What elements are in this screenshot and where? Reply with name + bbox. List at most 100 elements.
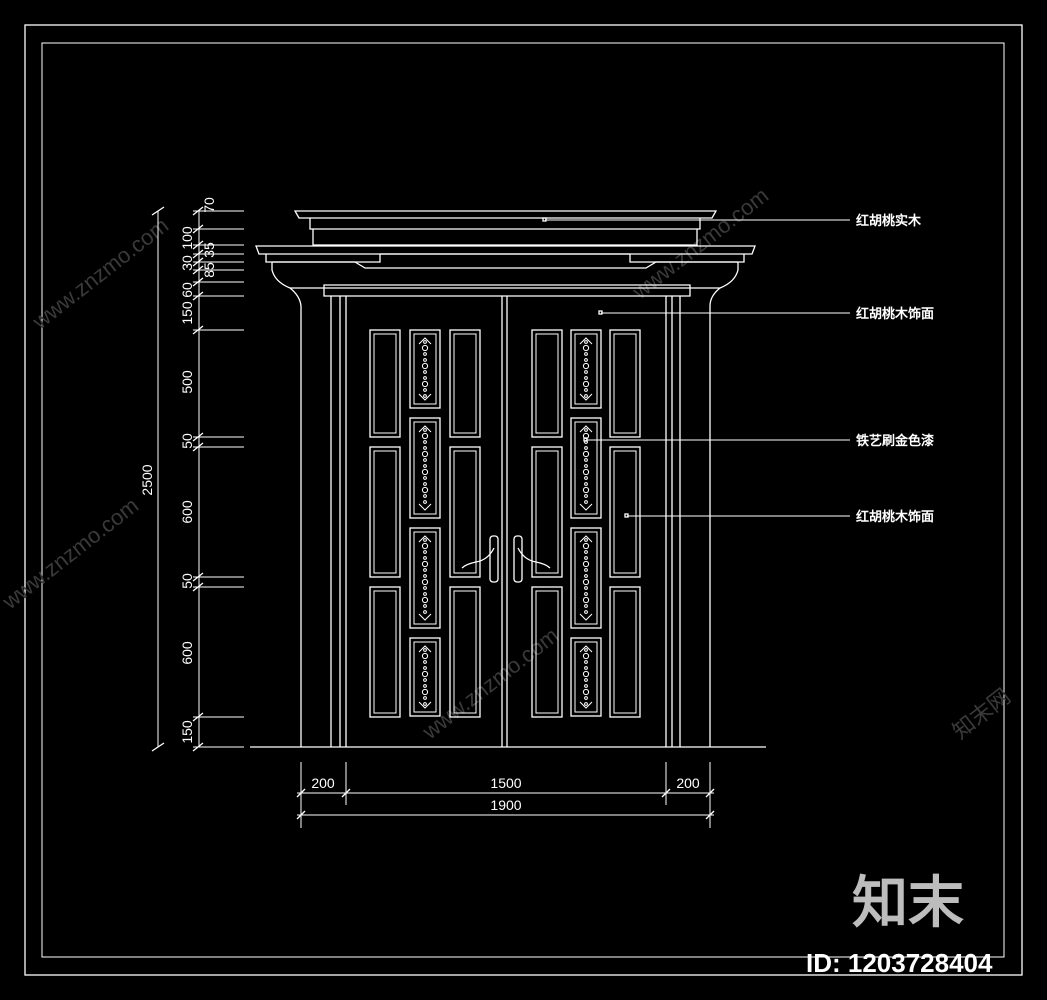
iron-grille-ornament xyxy=(423,610,427,614)
iron-grille-ornament xyxy=(582,542,590,550)
raised-panel-inner xyxy=(535,450,559,574)
iron-grille-ornament xyxy=(421,468,429,476)
iron-grille-ornament xyxy=(582,380,590,388)
iron-grille-ornament xyxy=(421,344,429,352)
dim-v-150: 150 xyxy=(179,720,195,744)
iron-grille-ornament xyxy=(423,648,427,652)
iron-grille-ornament xyxy=(584,500,588,504)
raised-panel xyxy=(531,446,563,578)
note-gold-painted-iron: 铁艺刷金色漆 xyxy=(855,433,934,449)
iron-panel-inner xyxy=(413,333,437,405)
iron-grille-ornament xyxy=(582,652,590,660)
iron-grille-scroll xyxy=(579,645,593,709)
left-handle-plate xyxy=(489,535,499,583)
dim-v-100: 100 xyxy=(179,226,195,250)
iron-grille-ornament xyxy=(421,578,429,586)
iron-grille-ornament xyxy=(423,482,427,486)
dim-v-500: 500 xyxy=(179,370,195,394)
dimension-tick xyxy=(151,206,165,216)
iron-grille-ornament xyxy=(421,542,429,550)
dim-h-total: 1900 xyxy=(490,797,521,813)
iron-grille-scroll xyxy=(418,337,432,401)
iron-grille-ornament xyxy=(421,560,429,568)
iron-grille-ornament xyxy=(584,370,588,374)
iron-grille-ornament xyxy=(584,388,588,392)
iron-panel-inner xyxy=(413,531,437,625)
iron-grille-ornament xyxy=(423,376,427,380)
dim-v-70: 70 xyxy=(201,197,217,213)
dim-v-600: 600 xyxy=(179,500,195,524)
raised-panel-inner xyxy=(453,590,477,714)
watermark-site: www.znzmo.com xyxy=(417,623,563,745)
dim-v-85: 85 xyxy=(201,262,217,278)
iron-panel-inner xyxy=(574,333,598,405)
iron-grille-scroll xyxy=(579,337,593,401)
iron-grille-ornament xyxy=(584,340,588,344)
iron-grille-ornament xyxy=(582,596,590,604)
raised-panel xyxy=(369,329,401,438)
iron-grille-ornament xyxy=(423,500,427,504)
iron-grille-ornament xyxy=(423,586,427,590)
iron-grille-ornament xyxy=(423,568,427,572)
iron-grille-ornament xyxy=(584,446,588,450)
dim-h-center: 1500 xyxy=(490,775,521,791)
iron-panel-inner xyxy=(574,531,598,625)
iron-grille-scroll xyxy=(418,425,432,511)
right-handle-lever xyxy=(517,547,551,569)
iron-grille-ornament xyxy=(423,440,427,444)
iron-grille-scroll xyxy=(418,535,432,621)
iron-grille-ornament xyxy=(423,352,427,356)
raised-panel xyxy=(531,329,563,438)
iron-panel xyxy=(409,417,441,519)
iron-grille-ornament xyxy=(582,560,590,568)
watermark-site: www.znzmo.com xyxy=(27,213,173,335)
iron-grille-ornament xyxy=(423,358,427,362)
raised-panel-inner xyxy=(453,333,477,434)
iron-grille-ornament xyxy=(423,494,427,498)
iron-grille-ornament xyxy=(423,678,427,682)
iron-grille-ornament xyxy=(421,486,429,494)
iron-grille-ornament xyxy=(584,666,588,670)
iron-grille-ornament xyxy=(423,660,427,664)
raised-panel-inner xyxy=(453,450,477,574)
iron-grille-ornament xyxy=(584,678,588,682)
iron-panel xyxy=(409,637,441,717)
raised-panel xyxy=(449,586,481,718)
iron-grille-ornament xyxy=(421,380,429,388)
iron-grille-ornament xyxy=(584,610,588,614)
iron-grille-ornament xyxy=(582,344,590,352)
door-frame xyxy=(300,284,711,747)
iron-grille-ornament xyxy=(584,482,588,486)
iron-grille-ornament xyxy=(584,696,588,700)
iron-panel-inner xyxy=(574,421,598,515)
dim-v-total: 2500 xyxy=(139,464,155,495)
iron-panel xyxy=(570,329,602,409)
iron-grille-ornament xyxy=(423,370,427,374)
vertical-dimensions: 70 100 30 85 35 60 150 500 50 600 50 600… xyxy=(139,197,244,752)
raised-panel xyxy=(369,446,401,578)
raised-panel-inner xyxy=(613,590,637,714)
iron-grille-ornament xyxy=(421,432,429,440)
note-walnut-veneer-bottom: 红胡桃木饰面 xyxy=(856,509,934,525)
note-walnut-veneer-top: 红胡桃木饰面 xyxy=(856,306,934,322)
iron-grille-ornament xyxy=(584,592,588,596)
iron-grille-ornament xyxy=(584,352,588,356)
dim-v-600: 600 xyxy=(179,641,195,665)
iron-grille-ornament xyxy=(584,702,588,706)
cornice-lower xyxy=(255,245,756,307)
iron-grille-ornament xyxy=(423,666,427,670)
raised-panel-inner xyxy=(613,450,637,574)
iron-grille-ornament xyxy=(421,652,429,660)
raised-panel xyxy=(609,446,641,578)
raised-panel-inner xyxy=(373,450,397,574)
iron-grille-ornament xyxy=(423,388,427,392)
raised-panel xyxy=(369,586,401,718)
raised-panel xyxy=(449,446,481,578)
iron-grille-ornament xyxy=(584,648,588,652)
iron-grille-ornament xyxy=(421,450,429,458)
iron-grille-ornament xyxy=(584,376,588,380)
title-frame xyxy=(24,24,1023,976)
iron-panel xyxy=(570,637,602,717)
dim-h-right: 200 xyxy=(676,775,700,791)
